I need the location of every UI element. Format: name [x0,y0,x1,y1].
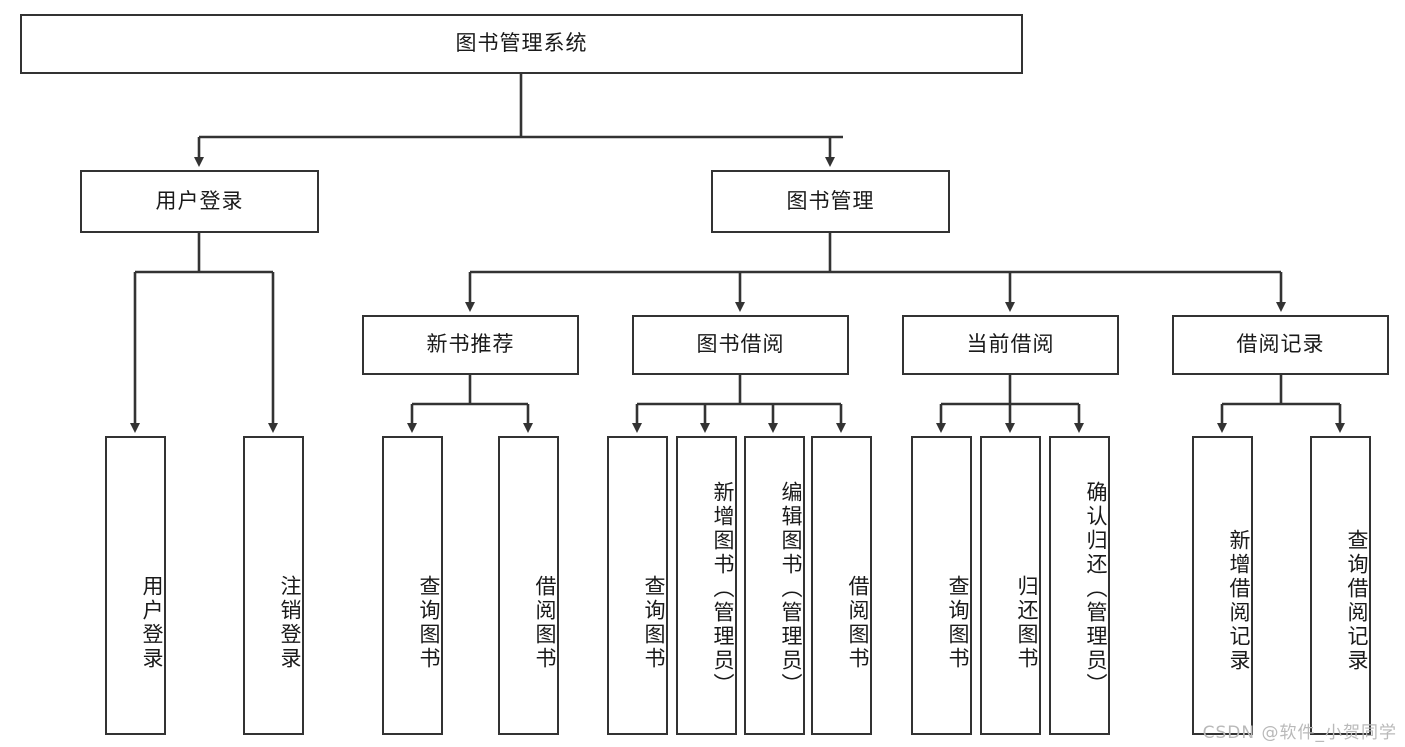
node-label: 查询图书 [417,574,441,671]
node-label: 查询图书 [642,574,666,671]
node-label: 当前借阅 [966,332,1055,357]
node-book-borrow[interactable]: 图书借阅 [632,315,849,375]
leaf-add-book[interactable]: 新增图书（管理员） [676,436,737,735]
node-label: 归还图书 [1015,574,1039,671]
node-label: 新书推荐 [426,332,515,357]
node-label: 借阅图书 [533,574,557,671]
node-new-book-recommend[interactable]: 新书推荐 [362,315,579,375]
node-current-borrow[interactable]: 当前借阅 [902,315,1119,375]
leaf-query-borrow-record[interactable]: 查询借阅记录 [1310,436,1371,735]
node-label: 图书借阅 [696,332,785,357]
node-label: 图书管理系统 [455,31,588,56]
leaf-borrow-book-recommend[interactable]: 借阅图书 [498,436,559,735]
leaf-confirm-return[interactable]: 确认归还（管理员） [1049,436,1110,735]
node-label: 查询借阅记录 [1345,528,1369,673]
node-label: 借阅图书 [846,574,870,671]
leaf-return-book[interactable]: 归还图书 [980,436,1041,735]
node-user-login[interactable]: 用户登录 [80,170,319,233]
leaf-add-borrow-record[interactable]: 新增借阅记录 [1192,436,1253,735]
node-label: 新增借阅记录 [1227,528,1251,673]
leaf-query-book-recommend[interactable]: 查询图书 [382,436,443,735]
node-label: 注销登录 [278,574,302,671]
node-root-system[interactable]: 图书管理系统 [20,14,1023,74]
leaf-query-book-current[interactable]: 查询图书 [911,436,972,735]
leaf-borrow-book[interactable]: 借阅图书 [811,436,872,735]
node-label: 新增图书（管理员） [711,480,735,697]
node-label: 图书管理 [786,188,875,213]
node-borrow-record[interactable]: 借阅记录 [1172,315,1389,375]
node-label: 用户登录 [140,574,164,671]
node-label: 确认归还（管理员） [1084,480,1108,697]
node-label: 用户登录 [155,188,244,213]
leaf-edit-book[interactable]: 编辑图书（管理员） [744,436,805,735]
leaf-query-book-borrow[interactable]: 查询图书 [607,436,668,735]
node-label: 借阅记录 [1236,332,1325,357]
leaf-logout-login[interactable]: 注销登录 [243,436,304,735]
node-label: 查询图书 [946,574,970,671]
node-book-management[interactable]: 图书管理 [711,170,950,233]
leaf-user-login[interactable]: 用户登录 [105,436,166,735]
watermark-text: CSDN @软件_小贺同学 [1202,723,1397,743]
node-label: 编辑图书（管理员） [779,480,803,697]
